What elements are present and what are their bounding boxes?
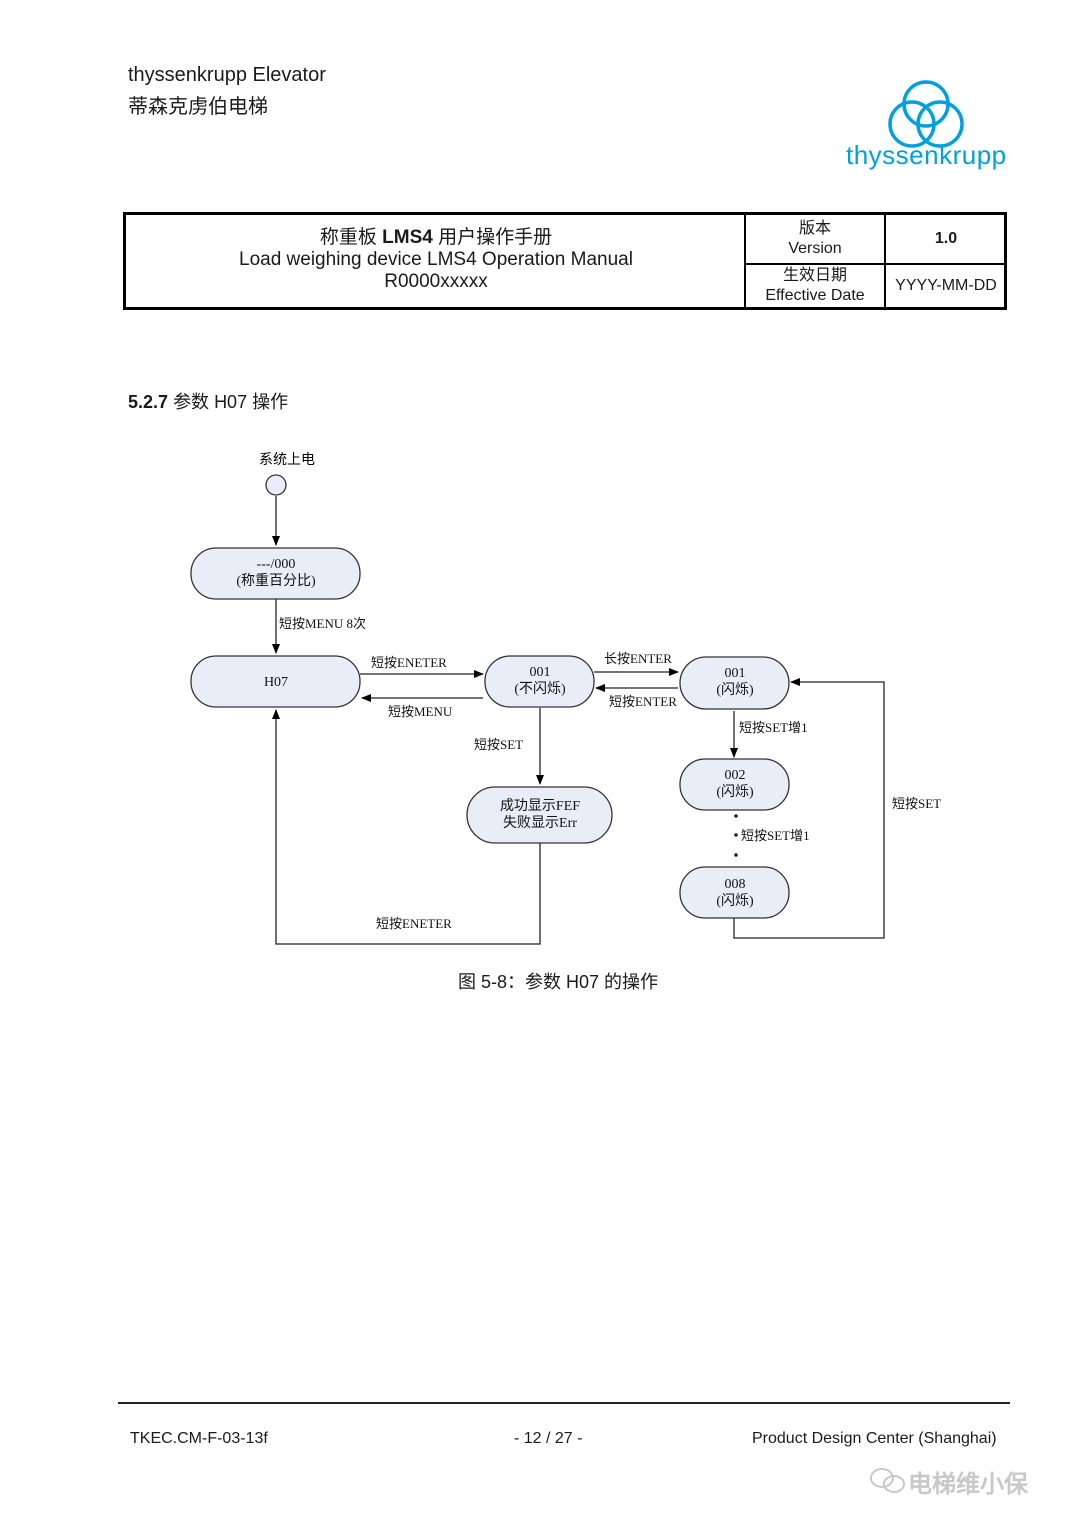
date-value-text: YYYY-MM-DD	[895, 277, 997, 294]
version-label: 版本 Version	[744, 215, 884, 263]
state-001-line1: 001	[530, 665, 551, 680]
doc-id: R0000xxxxx	[384, 271, 488, 292]
thyssenkrupp-logo	[888, 80, 964, 148]
figure-caption: 图 5-8：参数 H07 的操作	[458, 972, 659, 992]
section-number: 5.2.7	[128, 392, 169, 412]
footer-page-number: - 12 / 27 -	[514, 1430, 583, 1447]
state-h07-label: H07	[264, 675, 288, 690]
state-weight-line2: (称重百分比)	[236, 573, 316, 589]
date-value: YYYY-MM-DD	[884, 263, 1006, 307]
state-001b-line1: 001	[725, 666, 746, 681]
state-weight-line1: ---/000	[257, 557, 296, 572]
footer-form-id: TKEC.CM-F-03-13f	[130, 1430, 268, 1447]
transition-menu8: 短按MENU 8次	[279, 616, 366, 631]
transition-menu: 短按MENU	[388, 704, 453, 719]
state-002-line1: 002	[725, 768, 746, 783]
state-002-line2: (闪烁)	[716, 784, 754, 800]
date-label-cn: 生效日期	[782, 267, 847, 284]
logo-wordmark: thyssenkrupp	[846, 140, 1007, 170]
ellipsis-dot	[734, 853, 738, 857]
transition-long-enter: 长按ENTER	[604, 651, 672, 666]
footer-department: Product Design Center (Shanghai)	[752, 1430, 997, 1447]
watermark-text: 电梯维小保	[908, 1471, 1028, 1498]
title-cn-bold: LMS4	[382, 227, 433, 248]
state-result-line2: 失败显示Err	[503, 815, 577, 831]
start-node	[265, 474, 287, 496]
transition-set: 短按SET	[474, 737, 523, 752]
section-heading: 5.2.7 参数 H07 操作	[128, 388, 288, 414]
document-header-table: 称重板 LMS4 用户操作手册 Load weighing device LMS…	[123, 212, 1007, 310]
state-result-line1: 成功显示FEF	[500, 798, 580, 814]
state-001	[484, 655, 595, 708]
section-title: 参数 H07 操作	[173, 392, 289, 412]
wechat-icon	[870, 1468, 905, 1493]
version-label-en: Version	[788, 240, 842, 257]
document-title: 称重板 LMS4 用户操作手册 Load weighing device LMS…	[126, 215, 746, 307]
transition-eneter-2: 短按ENETER	[376, 916, 452, 931]
date-label: 生效日期 Effective Date	[744, 263, 884, 307]
ellipsis-dot	[734, 814, 738, 818]
state-h07	[190, 655, 361, 708]
ellipsis-dot	[734, 833, 738, 837]
state-002-blink	[679, 758, 790, 811]
version-value-text: 1.0	[934, 230, 958, 247]
state-008-blink	[679, 866, 790, 919]
company-name-cn: 蒂森克虏伯电梯	[128, 96, 268, 118]
state-001-line2: (不闪烁)	[514, 681, 566, 697]
title-cn-prefix: 称重板	[319, 227, 383, 248]
version-label-cn: 版本	[798, 220, 831, 237]
state-weight	[190, 547, 361, 600]
transition-short-enter: 短按ENTER	[609, 694, 677, 709]
state-result	[466, 786, 613, 844]
transition-set-inc-2: 短按SET增1	[741, 828, 810, 843]
start-label: 系统上电	[259, 452, 315, 468]
title-en: Load weighing device LMS4 Operation Manu…	[239, 249, 633, 270]
transition-eneter-1: 短按ENETER	[371, 655, 447, 670]
state-001-blink	[679, 656, 790, 710]
transition-set-inc-1: 短按SET增1	[739, 720, 808, 735]
transition-set-right: 短按SET	[892, 796, 941, 811]
title-cn-suffix: 用户操作手册	[432, 227, 553, 248]
date-label-en: Effective Date	[765, 287, 865, 304]
state-diagram: 系统上电 ---/000 (称重百分比) H07 001 (不闪烁) 001 (…	[190, 452, 941, 945]
version-value: 1.0	[884, 215, 1006, 263]
company-name-en: thyssenkrupp Elevator	[128, 64, 326, 86]
state-008-line1: 008	[725, 877, 746, 892]
state-008-line2: (闪烁)	[716, 893, 754, 909]
state-001b-line2: (闪烁)	[716, 682, 754, 698]
footer-divider	[118, 1402, 1010, 1404]
